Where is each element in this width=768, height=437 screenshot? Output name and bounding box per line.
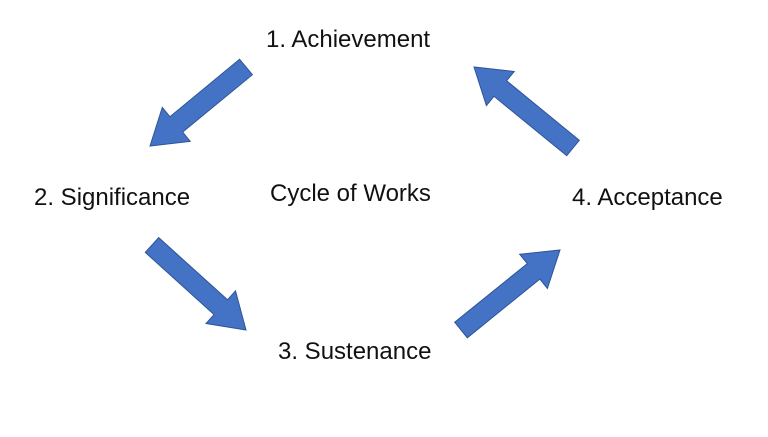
node-sustenance: 3. Sustenance (278, 338, 432, 365)
node-acceptance: 4. Acceptance (572, 184, 723, 211)
node-achievement: 1. Achievement (266, 26, 431, 53)
arrow-acceptance-to-achievement (473, 66, 581, 157)
arrow-significance-to-sustenance (144, 236, 247, 331)
arrow-achievement-to-significance (149, 58, 254, 147)
center-label: Cycle of Works (270, 180, 431, 207)
node-significance: 2. Significance (34, 184, 191, 211)
arrow-sustenance-to-acceptance (453, 249, 561, 339)
